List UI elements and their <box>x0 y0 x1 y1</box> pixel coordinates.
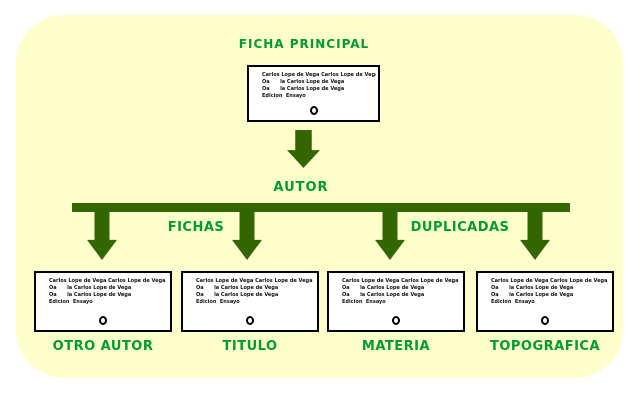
label-otro-autor: OTRO AUTOR <box>52 339 154 354</box>
card-line: Edicion Ensayo <box>342 299 386 305</box>
card-line: Edicion Ensayo <box>262 93 306 99</box>
card-line: Oa la Carlos Lope de Vega <box>491 292 574 298</box>
label-materia: MATERIA <box>361 339 431 354</box>
card-line: Carlos Lope de Vega Carlos Lope de Vega <box>342 278 459 284</box>
card-hole-icon <box>541 316 549 325</box>
card-line: Oa la Carlos Lope de Vega <box>262 79 345 85</box>
card-text: Carlos Lope de Vega Carlos Lope de Vega … <box>491 278 610 306</box>
card-hole-icon <box>392 316 400 325</box>
label-autor: AUTOR <box>273 180 329 195</box>
card-hole-icon <box>309 106 318 115</box>
card-line: Edicion Ensayo <box>491 299 535 305</box>
card-hole-icon <box>99 316 107 325</box>
title-ficha-principal: FICHA PRINCIPAL <box>238 37 370 51</box>
card-text: Carlos Lope de Vega Carlos Lope de Vega … <box>196 278 315 306</box>
card-text: Carlos Lope de Vega Carlos Lope de Vega … <box>342 278 461 306</box>
card-line: Carlos Lope de Vega Carlos Lope de Vega <box>196 278 313 284</box>
card-line: Oa la Carlos Lope de Vega <box>342 292 425 298</box>
card-line: Edicion Ensayo <box>196 299 240 305</box>
label-topografica: TOPOGRAFICA <box>489 339 601 354</box>
card-line: Oa la Carlos Lope de Vega <box>342 285 425 291</box>
card-line: Oa la Carlos Lope de Vega <box>491 285 574 291</box>
card-text: Carlos Lope de Vega Carlos Lope de Vega … <box>49 278 168 306</box>
card-topografica: Carlos Lope de Vega Carlos Lope de Vega … <box>476 271 614 332</box>
card-line: Edicion Ensayo <box>49 299 93 305</box>
card-line: Carlos Lope de Vega Carlos Lope de Vega <box>262 72 376 78</box>
card-otro-autor: Carlos Lope de Vega Carlos Lope de Vega … <box>34 271 172 332</box>
card-titulo: Carlos Lope de Vega Carlos Lope de Vega … <box>181 271 319 332</box>
label-fichas: FICHAS <box>167 220 225 235</box>
card-line: Oa la Carlos Lope de Vega <box>49 285 132 291</box>
card-line: Oa la Carlos Lope de Vega <box>196 285 279 291</box>
card-line: Oa la Carlos Lope de Vega <box>262 86 345 92</box>
card-text: Carlos Lope de Vega Carlos Lope de Vega … <box>262 72 376 100</box>
card-ficha-principal: Carlos Lope de Vega Carlos Lope de Vega … <box>247 65 380 122</box>
label-titulo: TITULO <box>222 339 278 354</box>
connector-bar <box>72 203 570 212</box>
card-hole-icon <box>246 316 254 325</box>
card-line: Carlos Lope de Vega Carlos Lope de Vega <box>491 278 608 284</box>
card-materia: Carlos Lope de Vega Carlos Lope de Vega … <box>327 271 465 332</box>
card-line: Carlos Lope de Vega Carlos Lope de Vega <box>49 278 166 284</box>
label-duplicadas: DUPLICADAS <box>410 220 510 235</box>
card-line: Oa la Carlos Lope de Vega <box>49 292 132 298</box>
card-line: Oa la Carlos Lope de Vega <box>196 292 279 298</box>
